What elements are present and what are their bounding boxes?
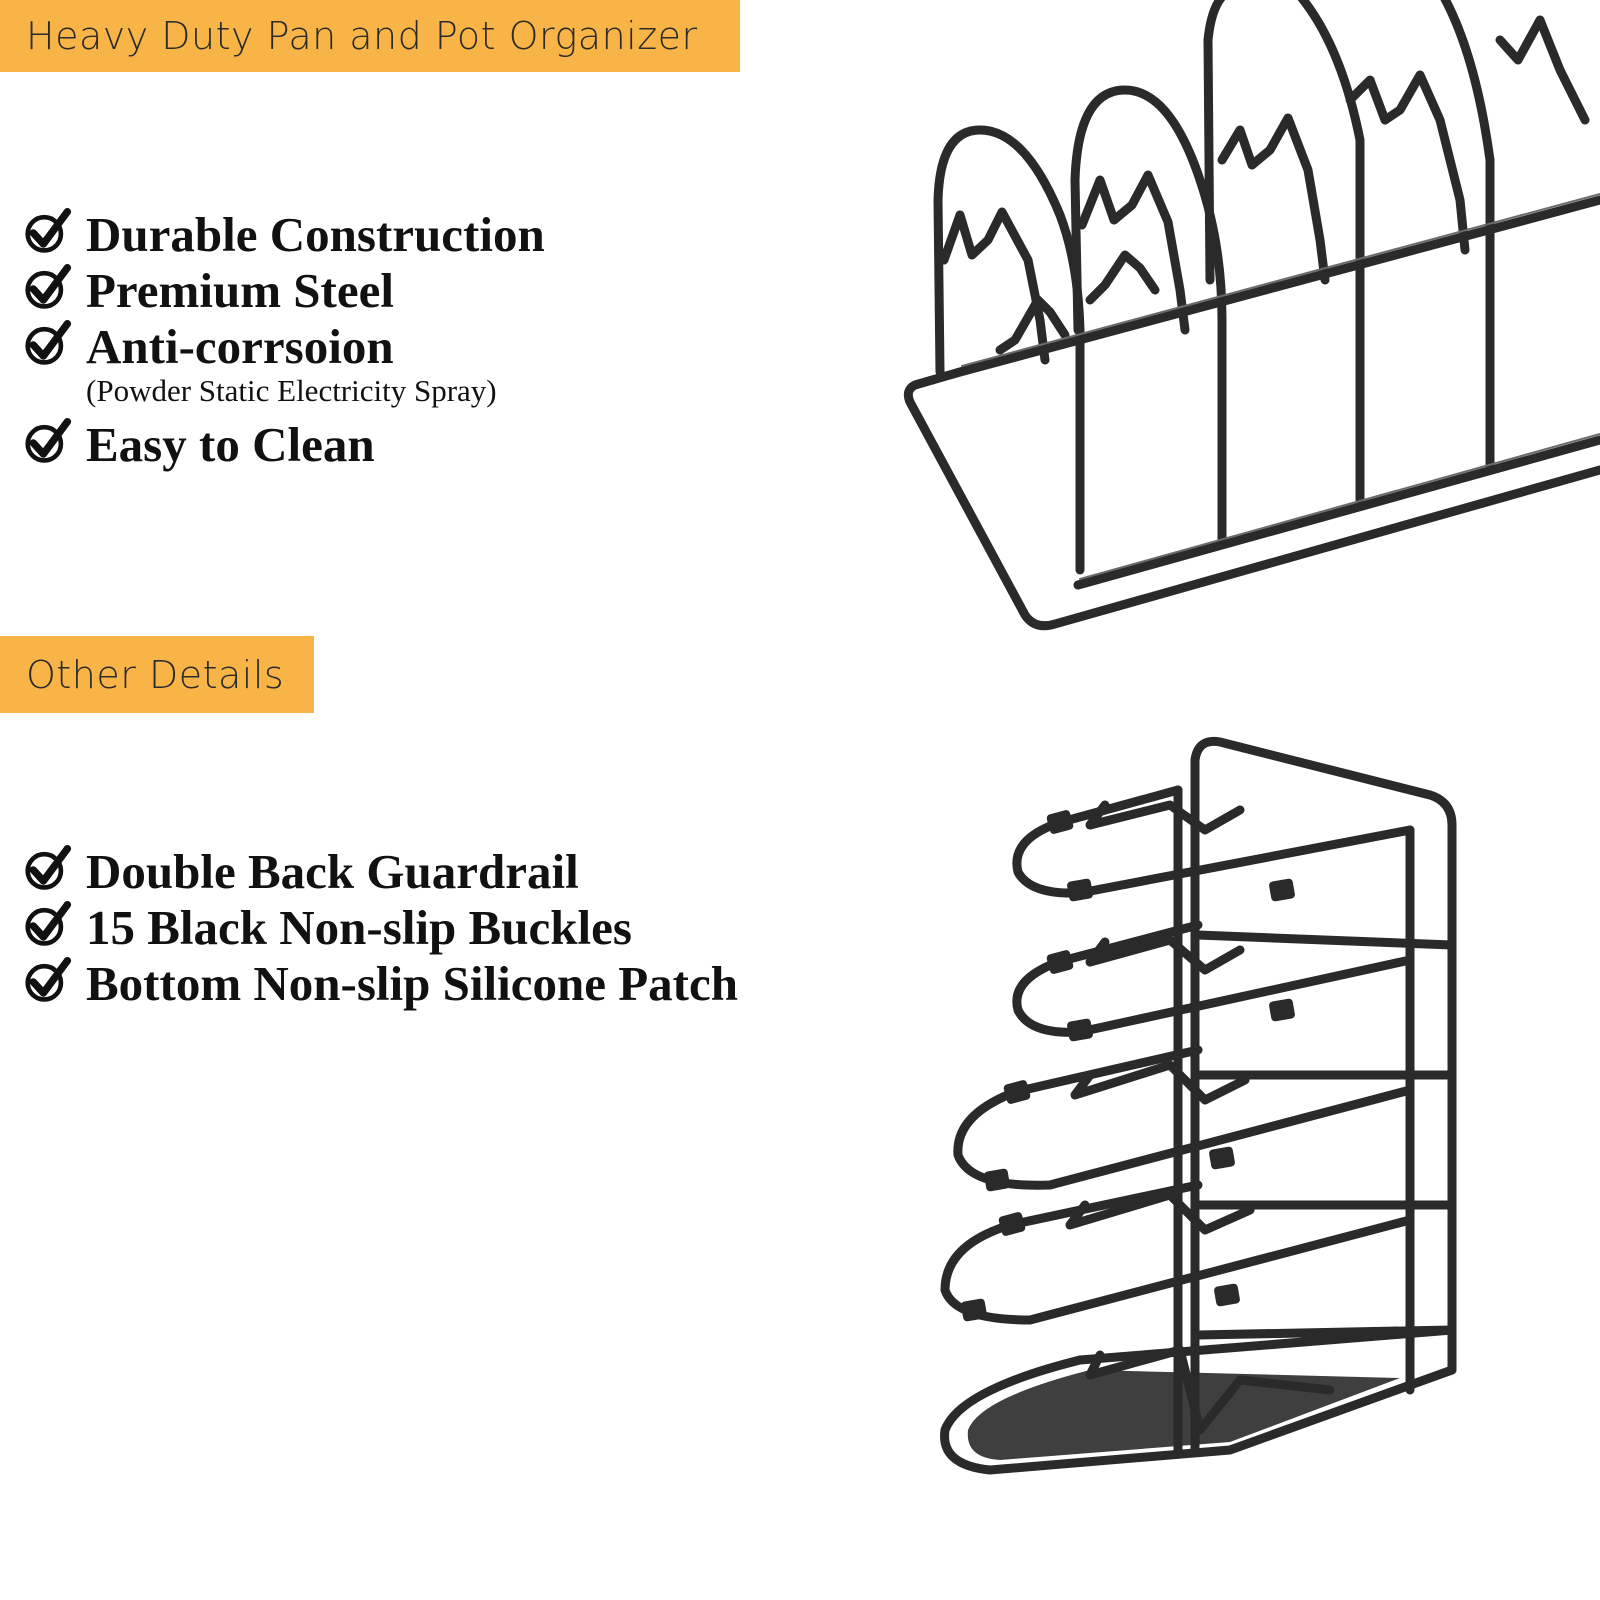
checkmark-icon [24,901,76,953]
feature-item: Double Back Guardrail [24,845,738,901]
feature-label: Double Back Guardrail [86,844,579,899]
feature-sublabel: (Powder Static Electricity Spray) [86,373,497,408]
section-banner-other-details: Other Details [0,636,314,713]
feature-item: Durable Construction [24,208,545,264]
checkmark-icon [24,208,76,260]
feature-label: Anti-corrsoion [86,319,394,374]
feature-item: 15 Black Non-slip Buckles [24,901,738,957]
checkmark-icon [24,957,76,1009]
checkmark-icon [24,418,76,470]
checkmark-icon [24,264,76,316]
feature-label: Durable Construction [86,207,545,262]
feature-list-construction: Durable Construction Premium Steel Anti-… [24,208,545,474]
section-banner-heavy-duty: Heavy Duty Pan and Pot Organizer [0,0,740,72]
feature-item: Anti-corrsoion (Powder Static Electricit… [24,320,545,418]
feature-list-details: Double Back Guardrail 15 Black Non-slip … [24,845,738,1013]
horizontal-pan-rack-image [903,0,1600,631]
checkmark-icon [24,845,76,897]
banner-title: Other Details [26,652,285,697]
feature-item: Bottom Non-slip Silicone Patch [24,957,738,1013]
vertical-pan-rack-image [940,736,1457,1475]
feature-label: 15 Black Non-slip Buckles [86,900,632,955]
feature-item: Easy to Clean [24,418,545,474]
banner-title: Heavy Duty Pan and Pot Organizer [26,14,698,58]
feature-label: Premium Steel [86,263,394,318]
feature-label: Easy to Clean [86,417,375,472]
checkmark-icon [24,320,76,372]
silicone-patch-shape [967,1370,1400,1460]
feature-item: Premium Steel [24,264,545,320]
feature-label: Bottom Non-slip Silicone Patch [86,956,738,1011]
